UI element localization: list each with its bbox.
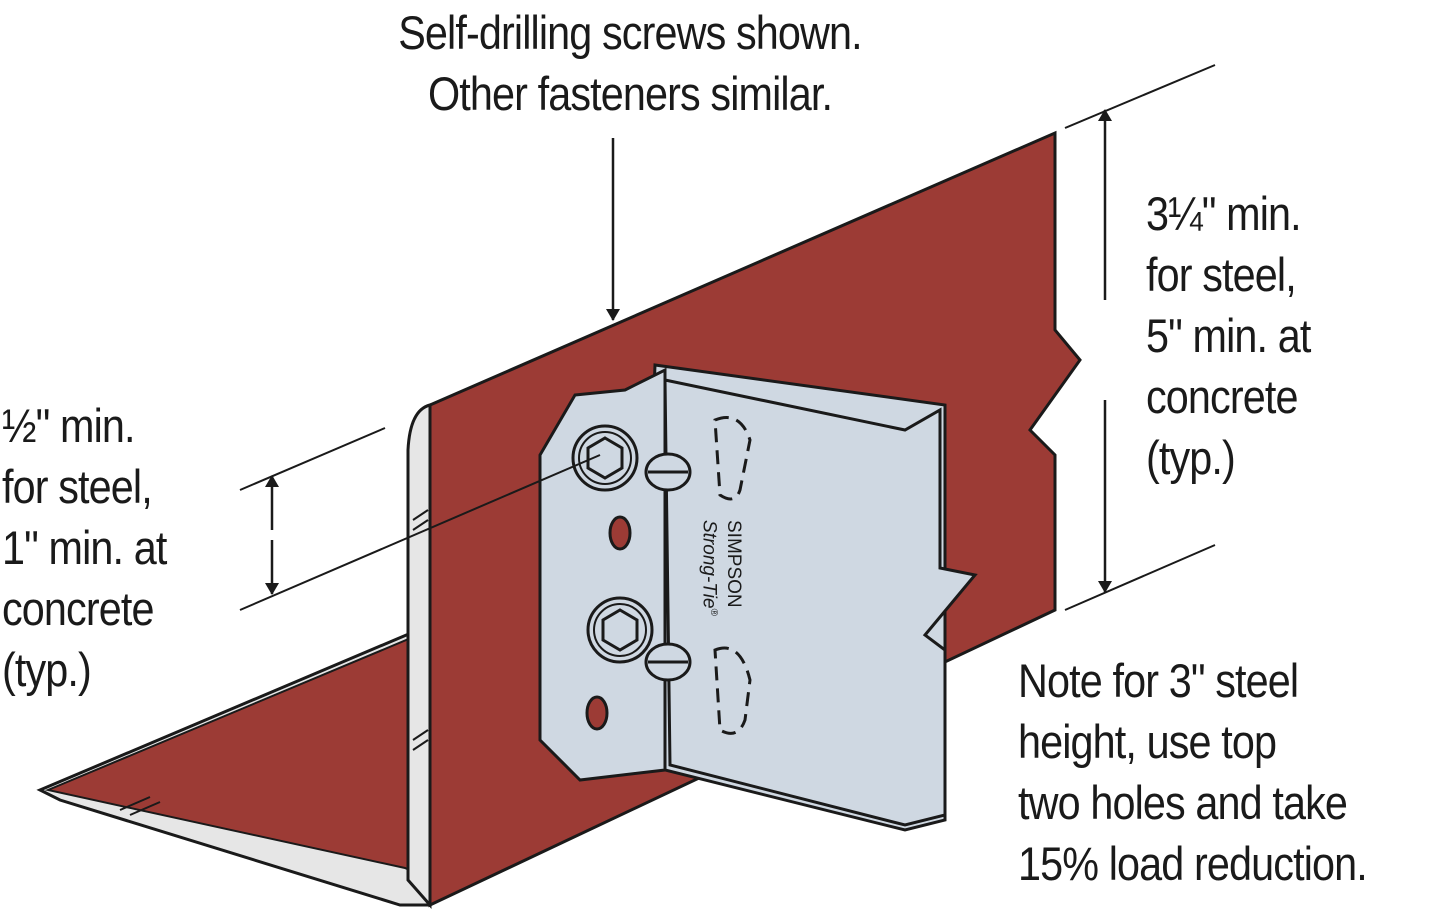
- callout-line: (typ.): [2, 643, 92, 696]
- callout-line: for steel,: [2, 460, 153, 513]
- top-edge-distance-callout: 3¼" min. for steel, 5" min. at concrete …: [1146, 183, 1311, 488]
- note-line: Note for 3" steel: [1018, 654, 1299, 707]
- extension-line-bottom: [1064, 544, 1216, 611]
- brand-line-1: SIMPSON: [723, 520, 744, 608]
- callout-line: Self-drilling screws shown.: [398, 6, 862, 59]
- callout-line: ½" min.: [2, 399, 136, 452]
- brand-registered-mark: ®: [708, 608, 719, 616]
- bracket-slot-upper: [713, 416, 752, 501]
- bracket-flange-face: [663, 378, 978, 827]
- note-line: 15% load reduction.: [1018, 837, 1368, 890]
- hex-screw-icon: [586, 596, 654, 664]
- callout-line: concrete: [1146, 370, 1298, 423]
- note-line: two holes and take: [1018, 776, 1348, 829]
- callout-line: 1" min. at: [2, 521, 167, 574]
- steel-height-note: Note for 3" steel height, use top two ho…: [1018, 650, 1368, 894]
- extension-line-top: [1064, 64, 1216, 129]
- steel-leg-edge: [406, 403, 432, 909]
- left-edge-distance-callout: ½" min. for steel, 1" min. at concrete (…: [2, 395, 167, 700]
- bracket-slot-lower: [713, 646, 752, 735]
- callout-line: concrete: [2, 582, 154, 635]
- callout-line: Other fasteners similar.: [427, 67, 833, 120]
- callout-line: 5" min. at: [1146, 309, 1311, 362]
- callout-line: for steel,: [1146, 248, 1297, 301]
- bolt-hole-upper: [608, 515, 632, 551]
- brand-logo: SIMPSON Strong-Tie®: [698, 520, 744, 616]
- callout-line: (typ.): [1146, 431, 1236, 484]
- extension-line-left-bottom: [239, 454, 601, 611]
- note-line: height, use top: [1018, 715, 1277, 768]
- callout-line: 3¼" min.: [1146, 187, 1302, 240]
- extension-line-left-top: [239, 427, 386, 491]
- screws-callout: Self-drilling screws shown. Other fasten…: [296, 2, 965, 124]
- brand-line-2: Strong-Tie®: [698, 520, 720, 616]
- bolt-hole-lower: [585, 695, 609, 731]
- hex-screw-icon: [571, 424, 639, 492]
